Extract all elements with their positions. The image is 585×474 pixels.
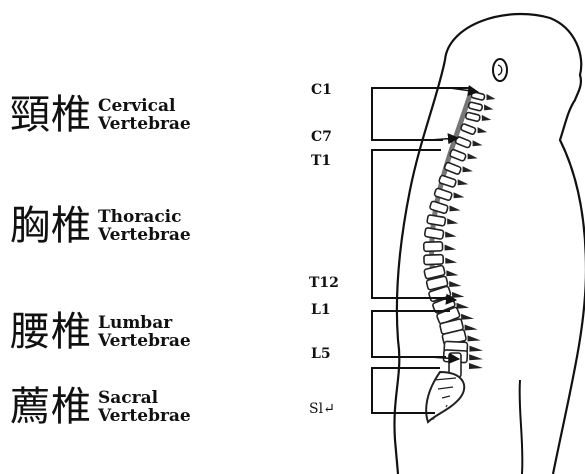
vertebra-spinous-process — [482, 115, 491, 121]
vertebra-body — [449, 149, 466, 161]
vertebra-spinous-process — [449, 281, 461, 287]
vertebra-spinous-process — [452, 292, 464, 298]
vertebra-body — [460, 123, 476, 135]
vertebra-spinous-process — [445, 232, 456, 238]
vertebra-spinous-process — [463, 166, 473, 172]
vertebra-spinous-process — [487, 94, 496, 100]
ear-inner — [498, 65, 502, 75]
vertebra-spinous-process — [465, 325, 478, 331]
vertebra-body — [429, 201, 448, 214]
vertebra-spinous-process — [469, 346, 483, 352]
vertebra-body — [471, 92, 485, 101]
vertebra-spinous-process — [446, 270, 458, 276]
vertebra-body — [424, 255, 444, 265]
vertebra-spinous-process — [468, 335, 481, 341]
vertebra-body — [424, 242, 443, 252]
vertebra-spinous-process — [457, 303, 470, 309]
body-outline-front-inner — [520, 380, 523, 474]
vertebra-spinous-process — [469, 363, 483, 369]
vertebra-spinous-process — [473, 140, 483, 146]
vertebra-spinous-process — [458, 179, 469, 185]
vertebra-spinous-process — [468, 153, 478, 159]
vertebra-spinous-process — [450, 205, 461, 211]
vertebra-spinous-process — [454, 192, 465, 198]
vertebra-spinous-process — [445, 245, 457, 251]
vertebra-body — [427, 215, 446, 226]
vertebra-spinous-process — [447, 218, 458, 224]
spine-vertebrae — [424, 92, 496, 422]
vertebra-spinous-process — [478, 127, 488, 133]
vertebra-body — [465, 112, 480, 122]
body-outline-front — [445, 14, 585, 474]
vertebra-spinous-process — [484, 104, 493, 110]
vertebra-body — [424, 228, 444, 240]
vertebra-spinous-process — [469, 354, 483, 360]
vertebra-spinous-process — [461, 314, 474, 320]
ear — [493, 59, 507, 81]
vertebra-body — [468, 102, 483, 111]
vertebra-spinous-process — [445, 258, 457, 264]
